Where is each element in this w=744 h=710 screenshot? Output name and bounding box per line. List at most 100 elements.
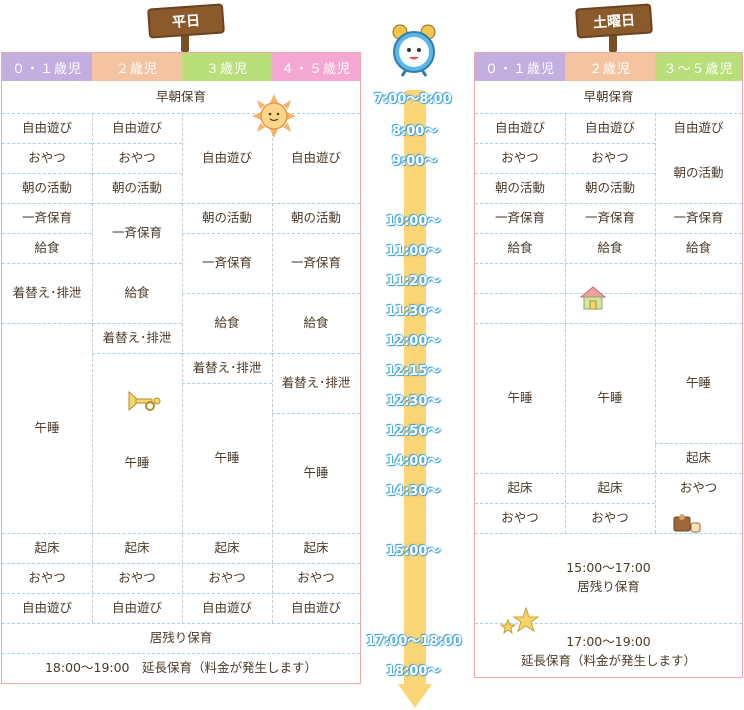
table-cell: 給食 xyxy=(303,314,329,330)
table-cell: 一斉保育 xyxy=(673,209,724,225)
table-cell: おやつ xyxy=(28,149,66,165)
table-cell: 自由遊び xyxy=(584,119,635,135)
early-care: 早朝保育 xyxy=(583,88,634,104)
table-cell: 起床 xyxy=(303,539,329,555)
table-cell: 自由遊び xyxy=(111,599,162,615)
trumpet-icon xyxy=(128,390,161,412)
timeline-arrow xyxy=(404,90,426,686)
table-cell: 着替え･排泄 xyxy=(192,359,262,375)
table-cell: おやつ xyxy=(591,149,629,165)
remain-care: 15:00～17:00 居残り保育 xyxy=(475,548,742,608)
time-label: 12:00～ xyxy=(386,334,441,349)
table-cell: 起床 xyxy=(597,479,623,495)
time-label: 12:50～ xyxy=(386,424,441,439)
early-care: 早朝保育 xyxy=(155,88,206,104)
table-cell: 給食 xyxy=(214,314,240,330)
remain-label: 居残り保育 xyxy=(577,579,640,594)
saturday-table: ０・１歳児 ２歳児 ３～５歳児 早朝保育 自由遊び おやつ 朝の活動 一斉保育 … xyxy=(474,52,743,678)
table-cell: 自由遊び xyxy=(201,149,252,165)
table-cell: 自由遊び xyxy=(673,119,724,135)
table-cell: 自由遊び xyxy=(290,599,341,615)
table-cell: 一斉保育 xyxy=(290,254,341,270)
table-cell: 一斉保育 xyxy=(584,209,635,225)
table-cell: 自由遊び xyxy=(290,149,341,165)
time-label: 14:00～ xyxy=(386,454,441,469)
table-cell: 起床 xyxy=(214,539,240,555)
time-label: 7:00～8:00 xyxy=(374,92,452,107)
header-age-2: ２歳児 xyxy=(92,53,182,81)
table-cell: おやつ xyxy=(501,149,539,165)
weekday-sign-label: 平日 xyxy=(171,13,201,31)
table-cell: 一斉保育 xyxy=(494,209,545,225)
table-cell: 起床 xyxy=(124,539,150,555)
table-cell: おやつ xyxy=(297,569,335,585)
table-cell: 午睡 xyxy=(597,389,623,405)
table-cell: 午睡 xyxy=(214,449,240,465)
table-cell: 朝の活動 xyxy=(584,179,635,195)
table-cell: 給食 xyxy=(685,239,711,255)
time-label: 18:00～ xyxy=(386,664,441,679)
table-cell: 着替え･排泄 xyxy=(102,329,172,345)
table-cell: 自由遊び xyxy=(111,119,162,135)
saturday-sign-label: 土曜日 xyxy=(592,12,636,32)
table-cell: 給食 xyxy=(124,284,150,300)
clock-icon xyxy=(392,24,436,77)
table-cell: 自由遊び xyxy=(21,599,72,615)
remain-time: 15:00～17:00 xyxy=(566,560,651,576)
table-cell: 朝の活動 xyxy=(111,179,162,195)
table-cell: 給食 xyxy=(597,239,623,255)
table-cell: 自由遊び xyxy=(201,599,252,615)
table-cell: 朝の活動 xyxy=(673,164,724,180)
table-cell: 給食 xyxy=(34,239,60,255)
header-age-01: ０・１歳児 xyxy=(2,53,92,81)
table-cell: 一斉保育 xyxy=(201,254,252,270)
header-age-3: ３歳児 xyxy=(182,53,272,81)
table-cell: おやつ xyxy=(118,149,156,165)
time-label: 12:30～ xyxy=(386,394,441,409)
table-cell: 自由遊び xyxy=(21,119,72,135)
time-label: 12:15～ xyxy=(386,364,441,379)
table-cell: 着替え･排泄 xyxy=(12,284,82,300)
table-cell: おやつ xyxy=(591,509,629,525)
table-cell: 朝の活動 xyxy=(21,179,72,195)
header-age-35: ３～５歳児 xyxy=(655,53,742,81)
table-cell: 午睡 xyxy=(507,389,533,405)
time-label: 17:00～18:00 xyxy=(366,634,462,649)
table-cell: 朝の活動 xyxy=(290,209,341,225)
time-label: 11:30～ xyxy=(386,304,441,319)
table-cell: 一斉保育 xyxy=(111,224,162,240)
table-cell: 朝の活動 xyxy=(494,179,545,195)
table-cell: 自由遊び xyxy=(494,119,545,135)
time-label: 11:20～ xyxy=(386,274,441,289)
timeline-arrow-head xyxy=(398,684,432,708)
table-cell: 午睡 xyxy=(685,374,711,390)
table-cell: 一斉保育 xyxy=(21,209,72,225)
table-cell: おやつ xyxy=(28,569,66,585)
sign-post xyxy=(181,30,189,52)
remain-care: 居残り保育 xyxy=(149,629,213,645)
table-cell: おやつ xyxy=(679,479,718,495)
star-icon xyxy=(500,606,540,635)
sun-icon xyxy=(252,94,296,138)
header-age-2: ２歳児 xyxy=(565,53,655,81)
weekday-sign: 平日 xyxy=(147,3,225,39)
table-cell: 朝の活動 xyxy=(201,209,252,225)
weekday-table: ０・１歳児 ２歳児 ３歳児 ４・５歳児 早朝保育 自由遊び おやつ 朝の活動 一… xyxy=(1,52,361,684)
table-cell: 午睡 xyxy=(34,419,60,435)
table-cell: 午睡 xyxy=(124,454,150,470)
time-label: 11:00～ xyxy=(386,244,441,259)
table-cell: 起床 xyxy=(34,539,60,555)
time-label: 9:00～ xyxy=(392,154,438,169)
header-age-45: ４・５歳児 xyxy=(272,53,360,81)
saturday-sign: 土曜日 xyxy=(575,3,653,39)
time-label: 14:30～ xyxy=(386,484,441,499)
time-label: 15:00～ xyxy=(386,544,441,559)
ext-time: 17:00～19:00 xyxy=(566,634,651,650)
table-cell: 午睡 xyxy=(303,464,329,480)
time-label: 10:00～ xyxy=(386,214,441,229)
sign-post xyxy=(609,30,617,52)
header-age-01: ０・１歳児 xyxy=(475,53,565,81)
table-cell: おやつ xyxy=(501,509,539,525)
house-icon xyxy=(579,286,607,310)
